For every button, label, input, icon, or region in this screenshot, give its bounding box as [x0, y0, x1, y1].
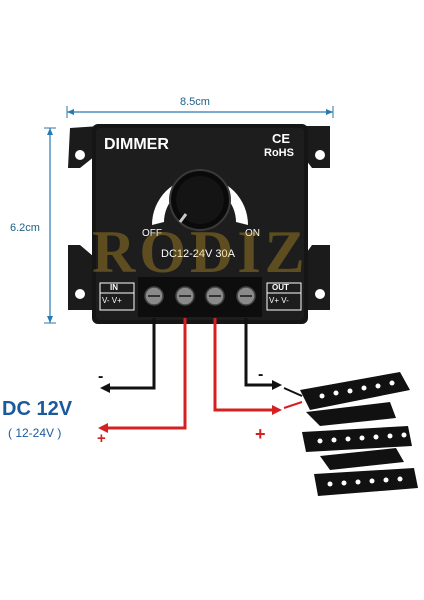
- input-negative-wire: [100, 318, 156, 393]
- led-strip: [302, 426, 412, 452]
- input-positive-wire: [98, 318, 187, 433]
- output-negative-wire: [244, 318, 282, 390]
- output-plus-sign: +: [255, 424, 266, 444]
- dimmer-knob[interactable]: [169, 169, 231, 231]
- mount-hole: [315, 150, 325, 160]
- mount-hole: [315, 289, 325, 299]
- power-range: ( 12-24V ): [8, 426, 62, 440]
- led-strip-connector: [306, 402, 396, 426]
- watermark: RODIZ: [92, 219, 309, 285]
- in-label: IN: [110, 283, 118, 292]
- device-title: DIMMER: [104, 136, 169, 153]
- rohs-mark: RoHS: [264, 147, 294, 159]
- power-title: DC 12V: [2, 398, 73, 420]
- mount-hole: [75, 289, 85, 299]
- width-label: 8.5cm: [180, 96, 210, 108]
- ce-mark: CE: [272, 131, 291, 146]
- output-minus-sign: -: [258, 366, 264, 383]
- on-label: ON: [245, 228, 260, 239]
- input-plus-sign: +: [97, 430, 106, 447]
- in-pins-label: V- V+: [102, 296, 122, 305]
- rating-label: DC12-24V 30A: [161, 248, 235, 260]
- off-label: OFF: [142, 228, 162, 239]
- out-pins-label: V+ V-: [269, 296, 289, 305]
- led-strip: [300, 372, 410, 410]
- led-strip: [314, 468, 418, 496]
- mount-hole: [75, 150, 85, 160]
- out-label: OUT: [272, 283, 289, 292]
- height-label: 6.2cm: [10, 222, 40, 234]
- input-minus-sign: -: [98, 368, 104, 385]
- terminal-screws: [144, 286, 256, 306]
- height-dimension-line: [44, 127, 56, 324]
- width-dimension-line: [66, 106, 334, 118]
- output-positive-wire: [213, 318, 282, 415]
- led-strip-connector: [320, 448, 404, 470]
